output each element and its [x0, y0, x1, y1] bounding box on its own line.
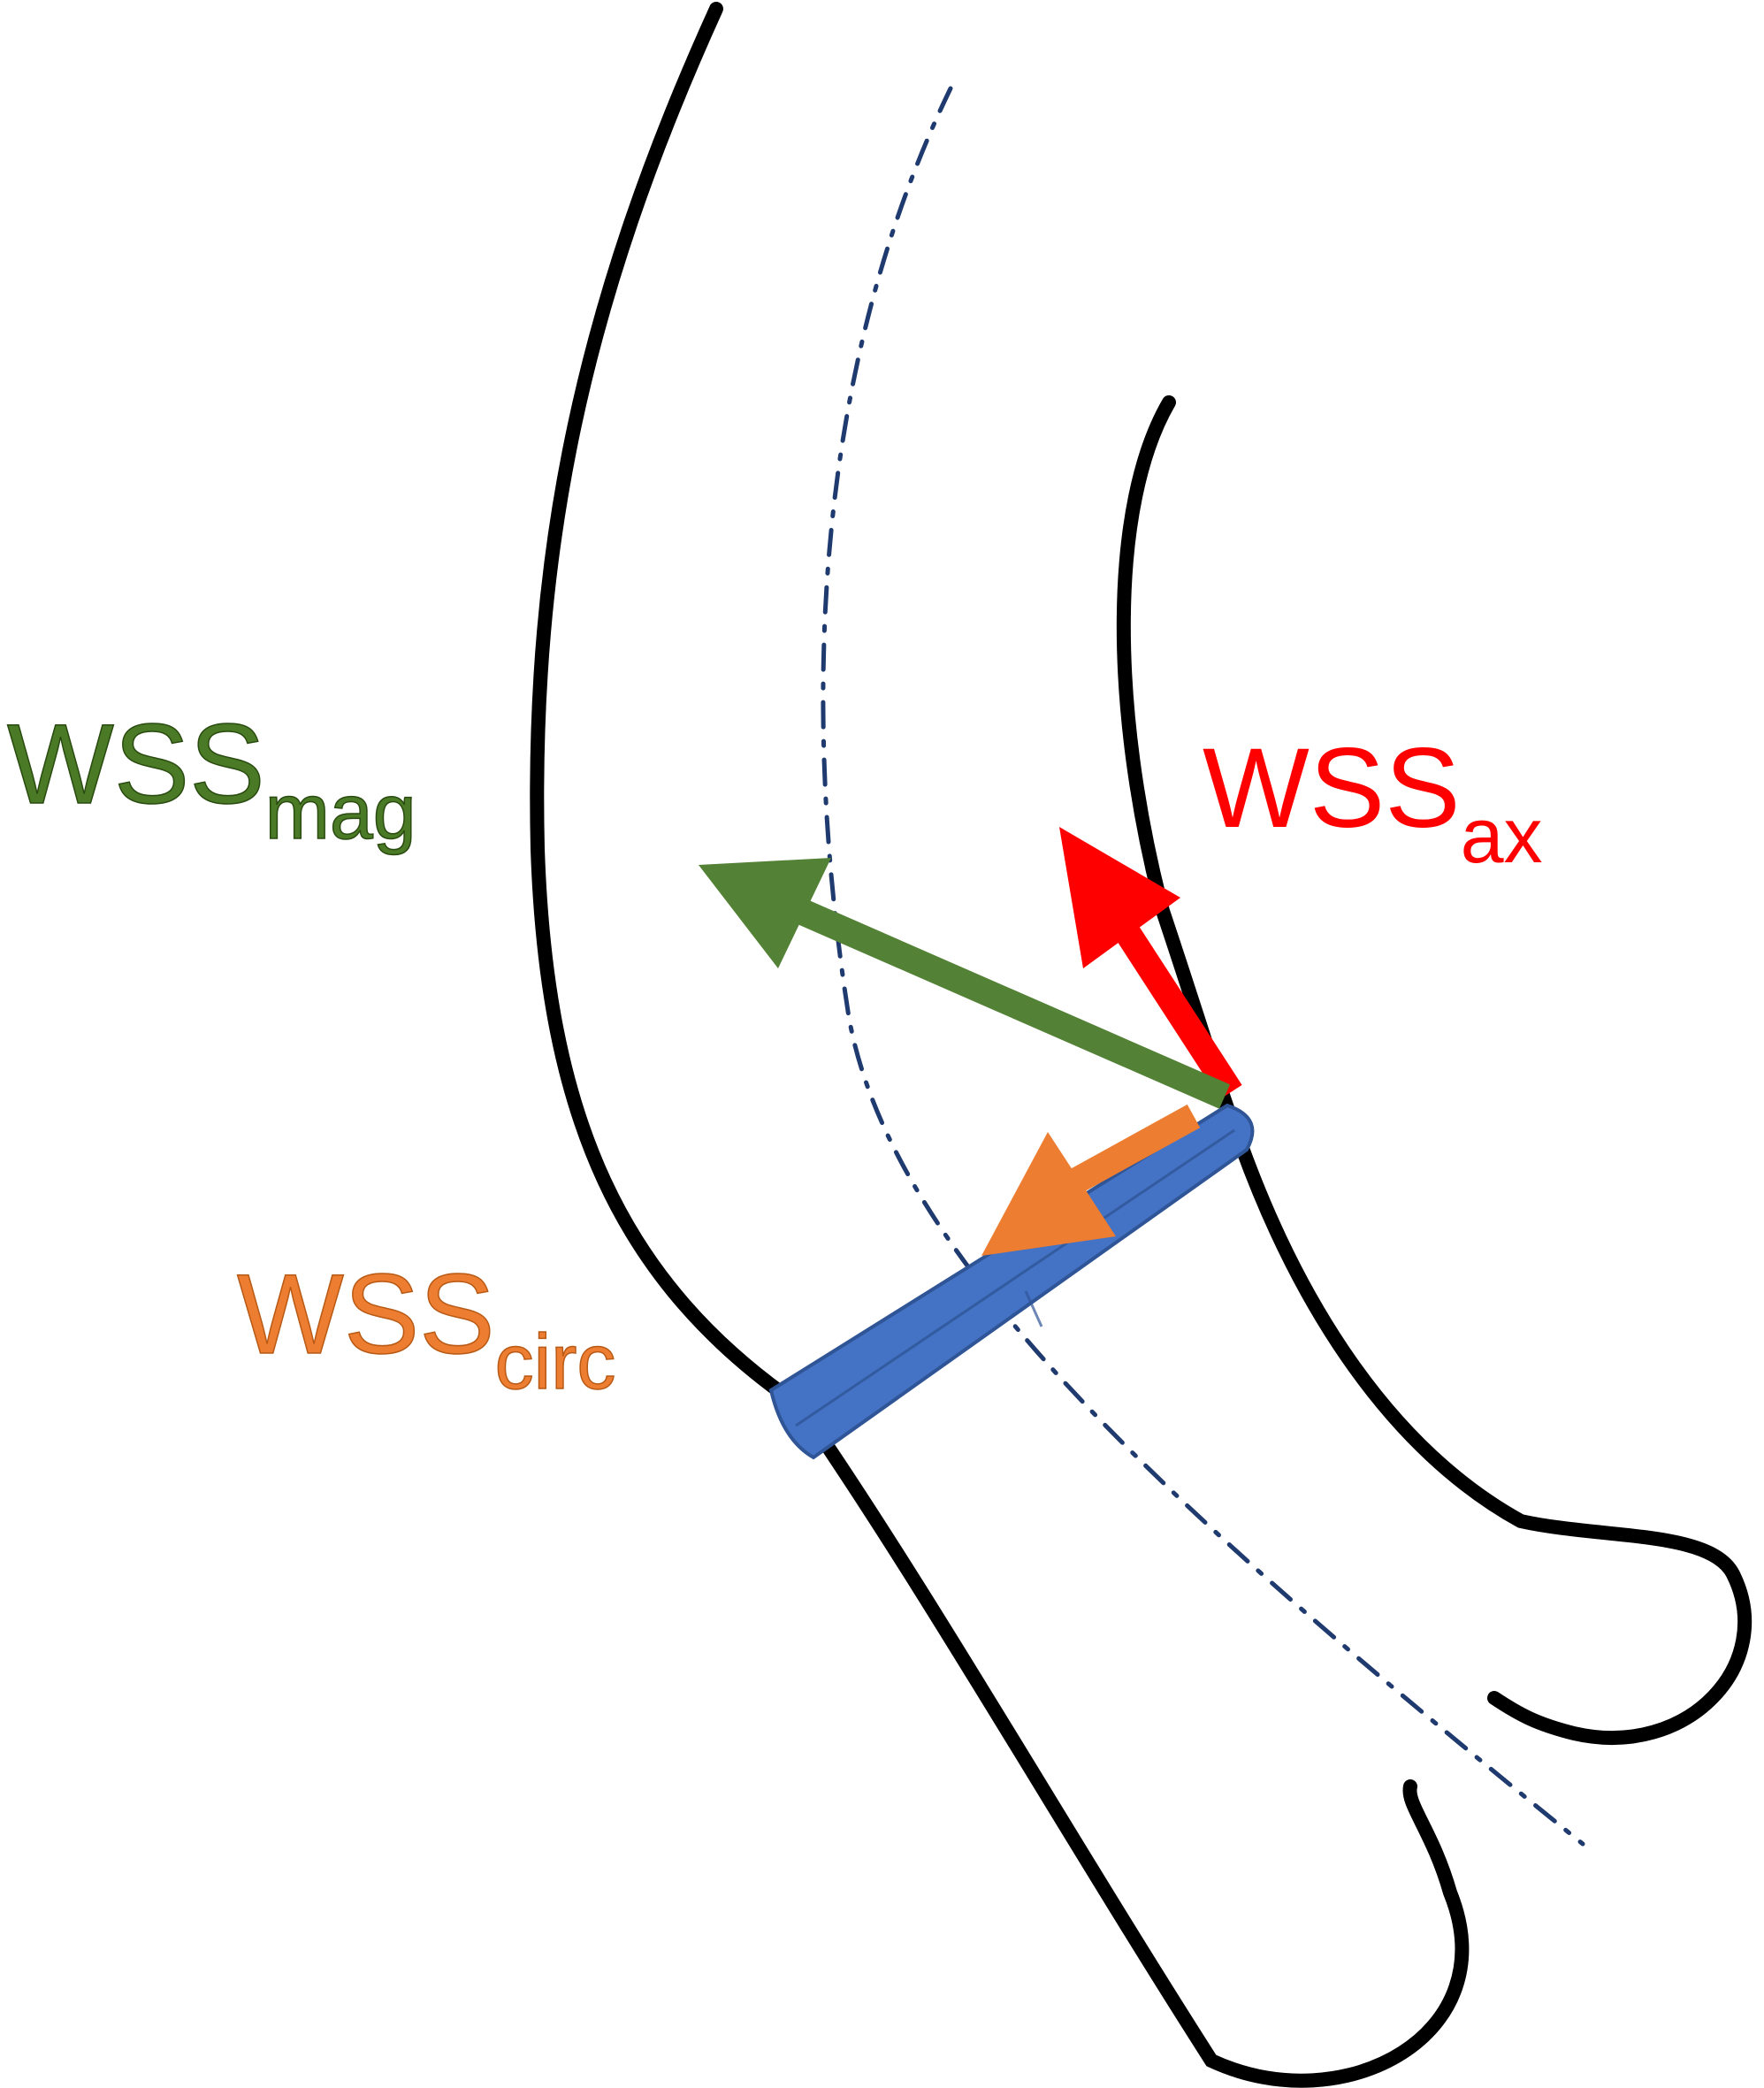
wss-ax-vector — [1059, 827, 1242, 1100]
label-wss-mag: WSSmag — [7, 701, 416, 855]
vessel-outer-wall — [530, 2, 1470, 2088]
label-wss-circ: WSScirc — [237, 1251, 615, 1405]
label-wss-ax-sub: ax — [1461, 792, 1543, 879]
label-wss-mag-sub: mag — [265, 768, 416, 855]
label-wss-mag-main: WSS — [7, 701, 265, 828]
label-wss-ax: WSSax — [1203, 725, 1543, 879]
cross-section-band — [768, 1103, 1255, 1460]
vessel-inner-wall — [1116, 395, 1752, 1745]
wss-circ-vector — [981, 1104, 1201, 1256]
label-wss-ax-main: WSS — [1203, 725, 1461, 852]
wss-mag-vector — [699, 858, 1231, 1109]
label-wss-circ-sub: circ — [495, 1318, 616, 1405]
vessel-centerline — [821, 86, 1585, 1847]
label-wss-circ-main: WSS — [237, 1251, 495, 1378]
